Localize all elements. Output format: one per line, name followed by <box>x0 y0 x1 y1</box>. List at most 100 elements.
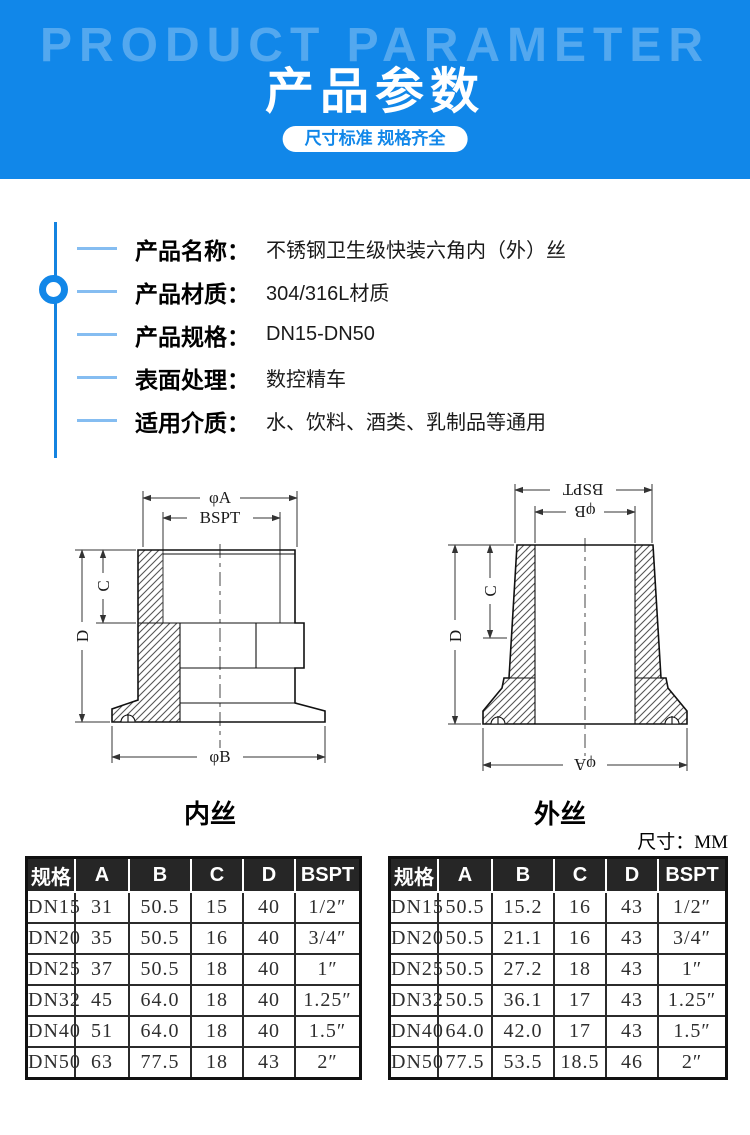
table-cell: 53.5 <box>493 1048 555 1077</box>
table-cell: 77.5 <box>439 1048 493 1077</box>
table-cell: 40 <box>244 986 296 1017</box>
table-cell: 64.0 <box>439 1017 493 1048</box>
table-cell: 18 <box>555 955 607 986</box>
table-cell: 1″ <box>296 955 359 986</box>
row-dash-divider <box>77 419 117 422</box>
table-cell: 63 <box>76 1048 130 1077</box>
header-badge: 尺寸标准 规格齐全 <box>282 126 468 152</box>
table-cell: 64.0 <box>130 1017 192 1048</box>
table-cell: 1″ <box>659 955 725 986</box>
table-cell: 40 <box>244 1017 296 1048</box>
table-cell: 16 <box>555 924 607 955</box>
table-cell: DN50 <box>391 1048 443 1077</box>
column-header: 规格 <box>391 859 439 893</box>
dim-label-bottom: φB <box>209 747 230 766</box>
table-cell: 21.1 <box>493 924 555 955</box>
table-cell: 18 <box>192 955 244 986</box>
table-cell: 37 <box>76 955 130 986</box>
spec-label: 产品名称： <box>135 237 250 264</box>
male-thread-drawing: BSPT φB D C φA <box>446 480 688 774</box>
column-header: C <box>555 859 607 893</box>
table-cell: DN25 <box>391 955 443 986</box>
table-cell: 3/4″ <box>659 924 725 955</box>
table-cell: DN15 <box>28 893 80 924</box>
table-cell: 18 <box>192 986 244 1017</box>
column-header: A <box>439 859 493 893</box>
table-cell: 17 <box>555 1017 607 1048</box>
table-cell: 40 <box>244 893 296 924</box>
spec-row: 适用介质： 水、饮料、酒类、乳制品等通用 <box>0 399 750 442</box>
spec-value: 304/316L材质 <box>266 283 390 305</box>
table-cell: 46 <box>607 1048 659 1077</box>
table-cell: 16 <box>192 924 244 955</box>
decorative-vertical-line <box>54 222 57 458</box>
table-cell: 50.5 <box>439 893 493 924</box>
table-cell: DN20 <box>28 924 80 955</box>
table-cell: 15 <box>192 893 244 924</box>
spec-value: 水、饮料、酒类、乳制品等通用 <box>266 412 546 434</box>
header-banner: PRODUCT PARAMETER 产品参数 尺寸标准 规格齐全 <box>0 0 750 179</box>
table-cell: 42.0 <box>493 1017 555 1048</box>
table-cell: 35 <box>76 924 130 955</box>
table-cell: 43 <box>607 955 659 986</box>
spec-value: DN15-DN50 <box>266 323 375 345</box>
spec-value: 不锈钢卫生级快装六角内（外）丝 <box>266 240 566 262</box>
dim-label-bottom: φA <box>573 755 596 774</box>
table-cell: 1/2″ <box>296 893 359 924</box>
column-header: C <box>192 859 244 893</box>
unit-note: 尺寸：MM <box>637 832 728 853</box>
table-cell: 1.25″ <box>659 986 725 1017</box>
column-header: B <box>130 859 192 893</box>
dim-label-top-outer: φA <box>209 488 232 507</box>
table-cell: DN15 <box>391 893 443 924</box>
spec-row: 产品材质： 304/316L材质 <box>0 270 750 313</box>
table-cell: DN50 <box>28 1048 80 1077</box>
page-title: 产品参数 <box>264 65 485 119</box>
table-cell: 2″ <box>317 1051 338 1073</box>
spec-label: 表面处理： <box>135 366 250 393</box>
table-cell: 50.5 <box>439 955 493 986</box>
spec-list: 产品名称： 不锈钢卫生级快装六角内（外）丝 产品材质： 304/316L材质 产… <box>0 227 750 442</box>
table-cell: 50.5 <box>130 955 192 986</box>
dim-label-side-inner: C <box>481 585 500 596</box>
table-cell: 2″ <box>681 1051 703 1073</box>
section-hatch <box>483 545 687 724</box>
column-header: BSPT <box>659 859 725 893</box>
gasket-groove <box>120 714 136 723</box>
row-dash-divider <box>77 376 117 379</box>
table-cell: DN40 <box>391 1017 443 1048</box>
table-cell: DN25 <box>28 955 80 986</box>
column-header: A <box>76 859 130 893</box>
section-hatch <box>112 550 180 722</box>
table-cell: DN40 <box>28 1017 80 1048</box>
table-cell: 15.2 <box>493 893 555 924</box>
table-cell: 18 <box>192 1017 244 1048</box>
table-cell: 17 <box>555 986 607 1017</box>
spec-value: 数控精车 <box>266 369 346 391</box>
spec-row: 产品名称： 不锈钢卫生级快装六角内（外）丝 <box>0 227 750 270</box>
table-cell: 43 <box>244 1048 296 1077</box>
spec-row: 产品规格： DN15-DN50 <box>0 313 750 356</box>
body-inner-lines <box>138 553 304 722</box>
dim-label-top-inner: BSPT <box>200 508 241 527</box>
female-thread-drawing: φA BSPT D C φB <box>73 488 326 768</box>
table-cell: 45 <box>76 986 130 1017</box>
header-watermark: PRODUCT PARAMETER <box>39 19 711 72</box>
table-cell: 50.5 <box>130 893 192 924</box>
table-cell: 1.25″ <box>296 986 359 1017</box>
table-cell: DN32 <box>391 986 443 1017</box>
column-header: D <box>607 859 659 893</box>
caption-inner-thread: 内丝 <box>183 799 236 829</box>
